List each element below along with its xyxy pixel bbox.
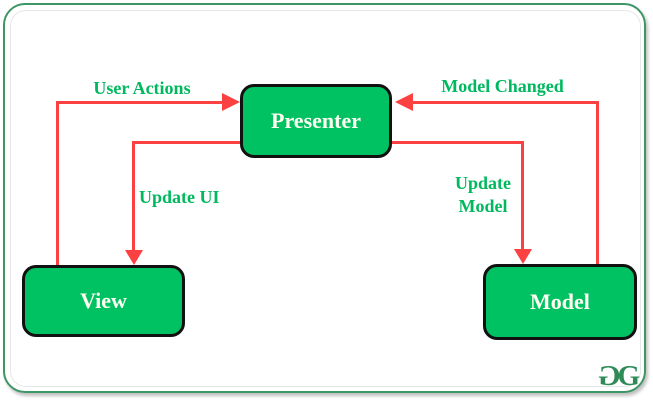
inner-frame	[10, 10, 641, 387]
logo-mirrored-g: G	[597, 360, 621, 392]
arrow-update-ui-horizontal	[133, 141, 240, 144]
logo-g: G	[617, 360, 640, 392]
node-presenter: Presenter	[240, 84, 392, 158]
node-model-label: Model	[530, 289, 590, 314]
outer-frame	[3, 3, 646, 393]
edge-label-update-ui: Update UI	[139, 187, 220, 207]
arrow-update-model-arrowhead-icon	[514, 249, 532, 264]
arrow-update-ui-vertical	[132, 141, 135, 251]
arrow-model-changed-vertical	[596, 101, 599, 264]
node-view-label: View	[80, 288, 127, 313]
arrow-update-model-vertical	[521, 141, 524, 250]
arrow-model-changed-arrowhead-icon	[395, 93, 413, 111]
arrow-update-ui-arrowhead-icon	[125, 250, 143, 265]
node-presenter-label: Presenter	[271, 108, 361, 133]
geeksforgeeks-logo: GG	[597, 360, 640, 392]
edge-label-update-model: Update Model	[454, 173, 511, 216]
arrow-model-changed-horizontal	[413, 101, 599, 104]
arrow-user-actions-arrowhead-icon	[222, 93, 240, 111]
edge-label-user-actions: User Actions	[93, 78, 191, 98]
edge-label-model-changed: Model Changed	[441, 76, 564, 96]
node-model: Model	[483, 264, 637, 340]
arrow-user-actions-horizontal	[56, 101, 223, 104]
arrow-user-actions-vertical	[56, 101, 59, 265]
arrow-update-model-horizontal	[392, 141, 523, 144]
node-view: View	[22, 265, 185, 337]
